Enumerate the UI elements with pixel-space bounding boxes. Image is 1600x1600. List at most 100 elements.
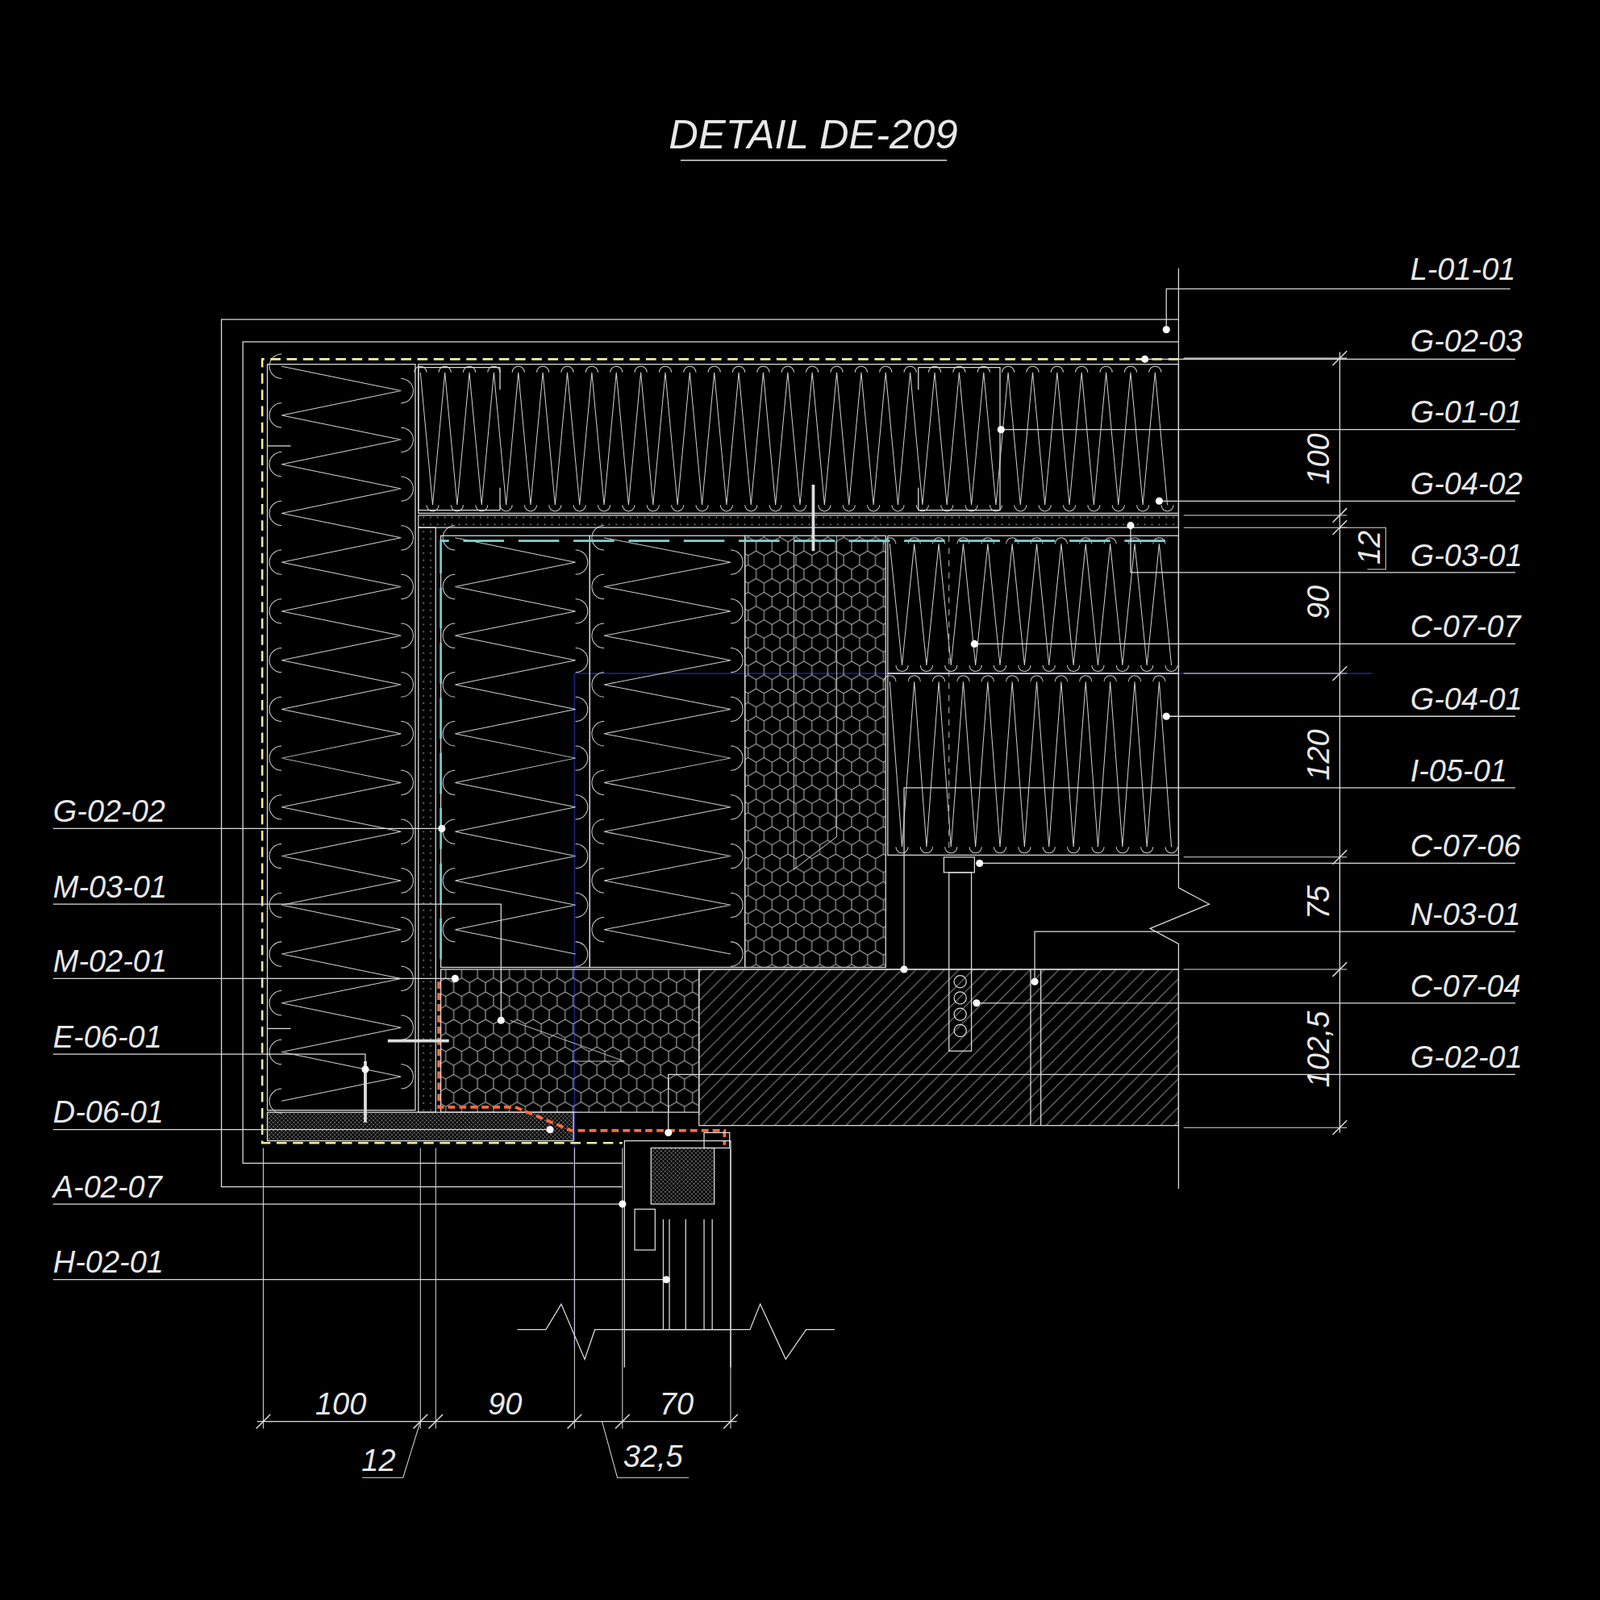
layer-outline bbox=[634, 1208, 655, 1250]
drawing-line bbox=[1040, 969, 1042, 1126]
layer-outline bbox=[943, 857, 975, 873]
leader-line bbox=[904, 787, 1516, 970]
leader-dot bbox=[975, 859, 984, 867]
drawing-line bbox=[918, 367, 1000, 511]
extension-line bbox=[1183, 969, 1347, 971]
drawing-line bbox=[793, 535, 837, 870]
leader-dot bbox=[1126, 521, 1134, 530]
dimension-tick bbox=[1332, 962, 1347, 977]
drawing-line bbox=[510, 1020, 625, 1062]
leader-dot bbox=[900, 965, 909, 973]
leader-line bbox=[53, 1203, 623, 1205]
leader-dot bbox=[545, 1125, 554, 1134]
leader-line bbox=[976, 1002, 1516, 1004]
callout-code: L-01-01 bbox=[1410, 254, 1517, 286]
extension-line bbox=[262, 1147, 264, 1429]
leader-line bbox=[53, 1129, 550, 1130]
dimension-tick bbox=[256, 1414, 271, 1430]
dimension-tick bbox=[1332, 666, 1347, 681]
callout-code: G-03-01 bbox=[1410, 541, 1523, 572]
anchor-hole bbox=[954, 975, 967, 988]
sealing-membrane bbox=[438, 981, 725, 1145]
layer-outline bbox=[745, 535, 887, 967]
layer-outline bbox=[650, 1147, 714, 1205]
anchor-hole bbox=[954, 991, 967, 1005]
leader-line bbox=[53, 1054, 366, 1070]
leader-line bbox=[53, 904, 501, 1021]
insulation-batt bbox=[591, 525, 743, 967]
leader-dot bbox=[997, 425, 1005, 434]
anchor-hole bbox=[954, 1008, 967, 1021]
dimension-line bbox=[1339, 352, 1341, 1134]
leader-dot bbox=[1155, 497, 1163, 505]
leader-dot bbox=[361, 1065, 369, 1073]
drawing-line bbox=[267, 1028, 292, 1030]
drawing-line bbox=[624, 1329, 625, 1368]
callout-code: M-02-01 bbox=[53, 946, 167, 978]
dimension-leader bbox=[362, 1421, 421, 1479]
extension-line bbox=[1183, 673, 1347, 675]
screw bbox=[812, 484, 816, 551]
callout-code: C-07-06 bbox=[1410, 831, 1521, 863]
drawing-line bbox=[703, 1219, 705, 1330]
layer-outline bbox=[699, 969, 1180, 1126]
dimension-value: 32,5 bbox=[623, 1441, 684, 1473]
callout-code: M-03-01 bbox=[53, 872, 167, 904]
dimension-value: 75 bbox=[1304, 884, 1335, 919]
callout-code: G-04-02 bbox=[1410, 469, 1523, 500]
dimension-value: 12 bbox=[1354, 530, 1386, 565]
layer-outline bbox=[887, 535, 1180, 674]
dimension-leader bbox=[1339, 527, 1386, 570]
drawing-line bbox=[948, 535, 950, 855]
dimension-value: 120 bbox=[1304, 729, 1335, 781]
drawing-line bbox=[499, 487, 500, 511]
layer-outline bbox=[624, 1141, 731, 1330]
insulation-batt bbox=[883, 537, 1178, 672]
drawing-line bbox=[917, 487, 919, 511]
dimension-value: 90 bbox=[487, 1389, 522, 1421]
insulation-batt bbox=[414, 366, 1174, 512]
leader-line bbox=[53, 1279, 667, 1280]
callout-code: C-07-04 bbox=[1410, 971, 1521, 1003]
leader-dot bbox=[1162, 712, 1171, 721]
dimension-value: 100 bbox=[315, 1389, 367, 1421]
leader-dot bbox=[970, 640, 979, 648]
drawing-title: DETAIL DE-209 bbox=[668, 114, 958, 156]
dimension-value: 100 bbox=[1304, 433, 1335, 485]
leader-line bbox=[1166, 716, 1516, 717]
membrane-line bbox=[262, 358, 1179, 1143]
drawing-line bbox=[1029, 969, 1031, 1126]
leader-dot bbox=[618, 1200, 626, 1209]
leader-dot bbox=[1141, 355, 1149, 363]
layer-outline bbox=[267, 1112, 575, 1141]
dimension-tick bbox=[412, 1414, 428, 1430]
dimension-value: 70 bbox=[659, 1389, 694, 1421]
extension-line bbox=[435, 1147, 437, 1429]
leader-line bbox=[53, 978, 456, 980]
layer-outline bbox=[441, 535, 591, 967]
callout-code: G-04-01 bbox=[1410, 684, 1523, 716]
break-line bbox=[517, 1304, 836, 1359]
illustration bbox=[53, 160, 1516, 1479]
callout-code: H-02-01 bbox=[53, 1247, 164, 1279]
leader-dot bbox=[437, 825, 446, 833]
drawing-line bbox=[917, 367, 919, 391]
dimension-value: 90 bbox=[1304, 584, 1335, 619]
extension-line bbox=[574, 1147, 575, 1429]
callout-code: G-02-01 bbox=[1410, 1042, 1523, 1074]
leader-line bbox=[1000, 429, 1516, 430]
drawing-line bbox=[499, 367, 500, 391]
callout-code: G-02-02 bbox=[53, 796, 166, 828]
drawing-line bbox=[662, 1219, 664, 1330]
vapour-barrier bbox=[441, 541, 1180, 960]
extension-line bbox=[1183, 527, 1347, 529]
extension-line bbox=[1183, 856, 1347, 858]
insulation-batt bbox=[269, 354, 413, 1113]
layer-outline bbox=[949, 872, 972, 1051]
leader-line bbox=[1166, 288, 1510, 330]
layer-outline bbox=[418, 527, 437, 1113]
callout-code: N-03-01 bbox=[1410, 900, 1521, 931]
